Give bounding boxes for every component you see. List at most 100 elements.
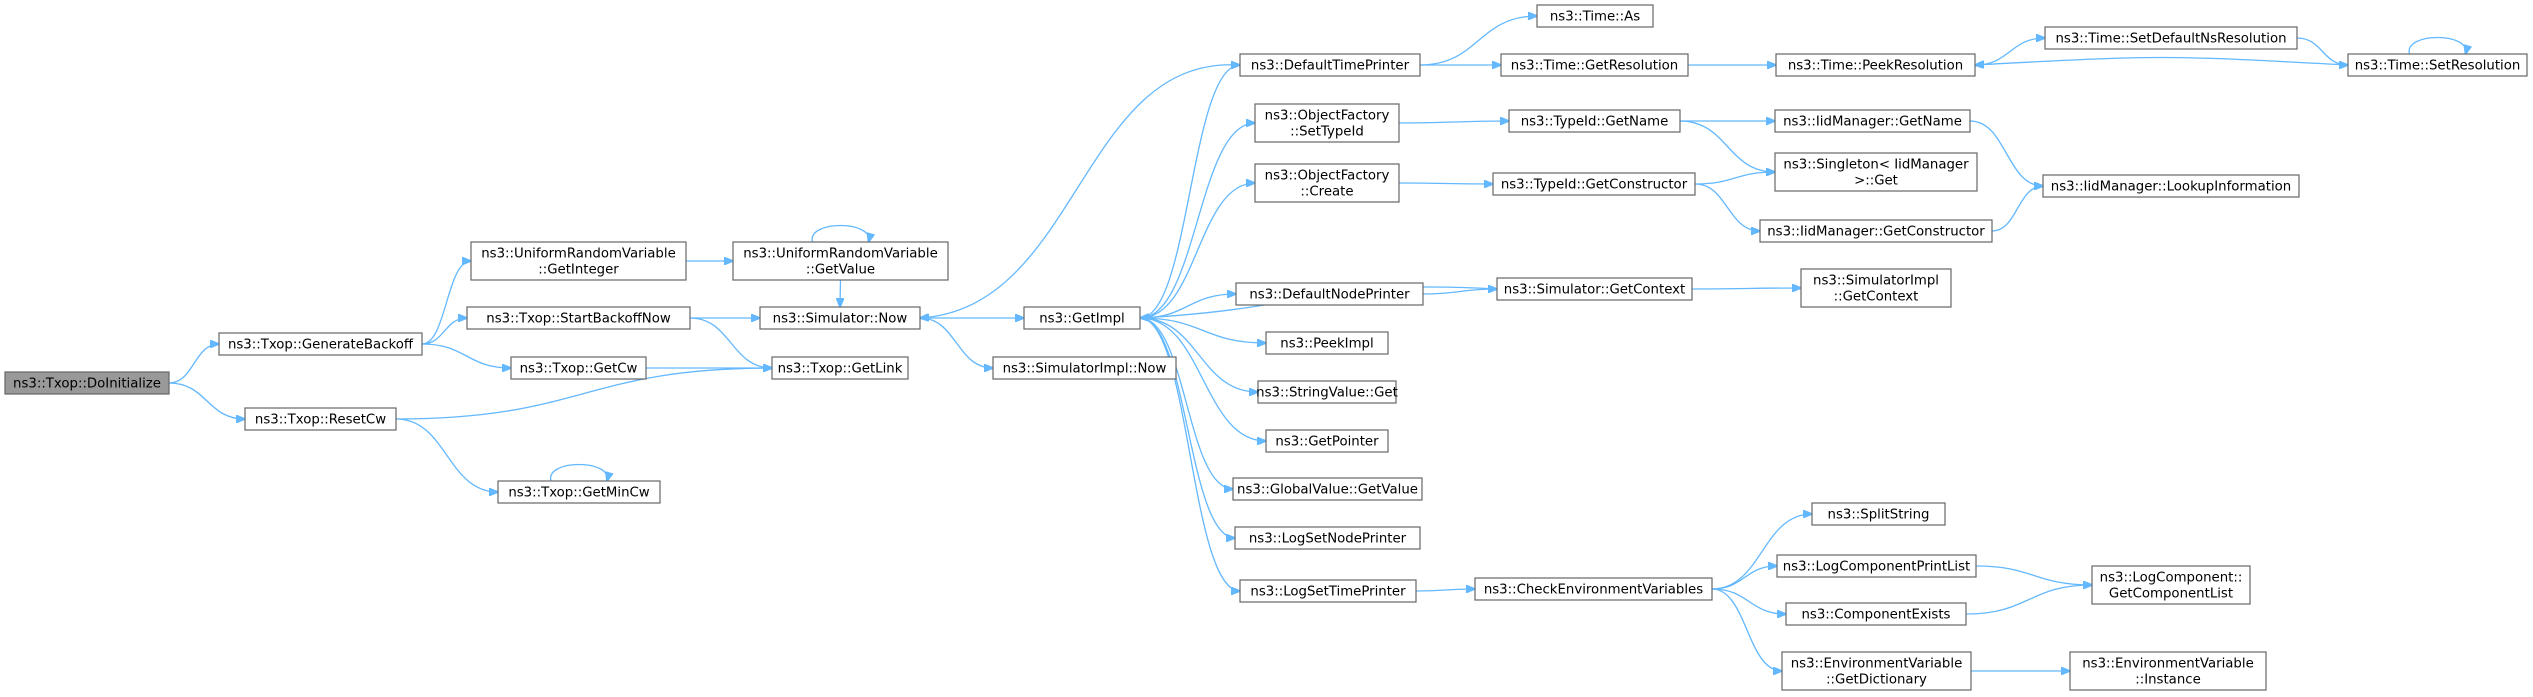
- node-ofsettypeid[interactable]: ns3::ObjectFactory::SetTypeId: [1254, 103, 1400, 143]
- node-compexists[interactable]: ns3::ComponentExists: [1785, 602, 1967, 626]
- node-getpointer[interactable]: ns3::GetPointer: [1265, 429, 1389, 453]
- node-box[interactable]: [466, 306, 691, 330]
- node-logcompprint[interactable]: ns3::LogComponentPrintList: [1776, 554, 1977, 578]
- node-box[interactable]: [1257, 380, 1397, 404]
- node-doinit[interactable]: ns3::Txop::DoInitialize: [4, 371, 170, 395]
- node-simimplnow[interactable]: ns3::SimulatorImpl::Now: [992, 356, 1177, 380]
- node-box[interactable]: [2347, 53, 2528, 77]
- node-box[interactable]: [1785, 602, 1967, 626]
- node-box[interactable]: [1254, 163, 1400, 203]
- node-label: ns3::UniformRandomVariable: [481, 247, 676, 262]
- node-box[interactable]: [1811, 502, 1946, 526]
- node-box[interactable]: [1265, 429, 1389, 453]
- node-getimpl[interactable]: ns3::GetImpl: [1023, 306, 1141, 330]
- node-simimplgetctx[interactable]: ns3::SimulatorImpl::GetContext: [1800, 268, 1952, 308]
- node-box[interactable]: [2042, 174, 2300, 198]
- node-box[interactable]: [2091, 565, 2251, 605]
- node-typeidgetctor[interactable]: ns3::TypeId::GetConstructor: [1492, 172, 1696, 196]
- edge-checkenv-to-splitstring: [1711, 514, 1812, 590]
- edge-genbackoff-to-urvgetint: [421, 261, 471, 345]
- node-box[interactable]: [1474, 577, 1713, 601]
- node-deftimeprinter[interactable]: ns3::DefaultTimePrinter: [1239, 53, 1421, 77]
- node-box[interactable]: [759, 306, 921, 330]
- edge-typeidgetctor-to-iidgetctor: [1694, 183, 1760, 231]
- node-box[interactable]: [497, 480, 661, 504]
- node-getlink[interactable]: ns3::Txop::GetLink: [771, 356, 909, 380]
- node-box[interactable]: [1239, 579, 1417, 603]
- node-logsettime[interactable]: ns3::LogSetTimePrinter: [1239, 579, 1417, 603]
- node-iidlookup[interactable]: ns3::IidManager::LookupInformation: [2042, 174, 2300, 198]
- node-box[interactable]: [1265, 331, 1389, 355]
- node-box[interactable]: [1536, 4, 1654, 28]
- node-timesetres[interactable]: ns3::Time::SetResolution: [2347, 53, 2528, 77]
- edge-checkenv-to-logcompprint: [1711, 566, 1777, 590]
- node-getmincw[interactable]: ns3::Txop::GetMinCw: [497, 480, 661, 504]
- node-timesetdefns[interactable]: ns3::Time::SetDefaultNsResolution: [2044, 26, 2298, 50]
- node-simgetctx[interactable]: ns3::Simulator::GetContext: [1496, 277, 1693, 301]
- node-box[interactable]: [1775, 53, 1976, 77]
- node-envgetdict[interactable]: ns3::EnvironmentVariable::GetDictionary: [1781, 651, 1972, 691]
- edge-typeidgetctor-to-singleton: [1694, 172, 1775, 185]
- node-box[interactable]: [1759, 219, 1993, 243]
- node-genbackoff[interactable]: ns3::Txop::GenerateBackoff: [218, 332, 423, 356]
- node-envinstance[interactable]: ns3::EnvironmentVariable::Instance: [2069, 651, 2267, 691]
- node-box[interactable]: [732, 241, 949, 281]
- node-box[interactable]: [1232, 477, 1423, 501]
- node-label: ns3::Time::As: [1550, 10, 1640, 25]
- node-timepeekres[interactable]: ns3::Time::PeekResolution: [1775, 53, 1976, 77]
- node-stringvalueget[interactable]: ns3::StringValue::Get: [1256, 380, 1398, 404]
- node-box[interactable]: [1023, 306, 1141, 330]
- node-box[interactable]: [771, 356, 909, 380]
- node-iidgetctor[interactable]: ns3::IidManager::GetConstructor: [1759, 219, 1993, 243]
- node-box[interactable]: [244, 407, 397, 431]
- node-box[interactable]: [510, 356, 647, 380]
- node-box[interactable]: [1239, 53, 1421, 77]
- node-box[interactable]: [1492, 172, 1696, 196]
- node-label: ns3::DefaultNodePrinter: [1249, 288, 1410, 303]
- node-timeas[interactable]: ns3::Time::As: [1536, 4, 1654, 28]
- node-resetcw[interactable]: ns3::Txop::ResetCw: [244, 407, 397, 431]
- edge-simnow-to-simimplnow: [919, 317, 993, 368]
- edge-getimpl-to-logsettime: [1139, 317, 1240, 591]
- node-singleton[interactable]: ns3::Singleton< IidManager >::Get: [1774, 152, 1978, 192]
- node-label: ns3::Time::PeekResolution: [1788, 59, 1963, 74]
- node-label: ns3::Txop::GenerateBackoff: [228, 338, 414, 353]
- node-checkenv[interactable]: ns3::CheckEnvironmentVariables: [1474, 577, 1713, 601]
- node-urvgetval[interactable]: ns3::UniformRandomVariable::GetValue: [732, 241, 949, 281]
- node-box[interactable]: [1800, 268, 1952, 308]
- node-logsetnode[interactable]: ns3::LogSetNodePrinter: [1234, 526, 1421, 550]
- node-box[interactable]: [1774, 109, 1971, 133]
- node-box[interactable]: [2044, 26, 2298, 50]
- node-label: ::GetDictionary: [1826, 673, 1927, 688]
- node-box[interactable]: [1500, 53, 1689, 77]
- node-box[interactable]: [1234, 526, 1421, 550]
- node-logcompgetlist[interactable]: ns3::LogComponent::GetComponentList: [2091, 565, 2251, 605]
- node-box[interactable]: [1781, 651, 1972, 691]
- node-urvgetint[interactable]: ns3::UniformRandomVariable::GetInteger: [470, 241, 687, 281]
- node-globalvalue[interactable]: ns3::GlobalValue::GetValue: [1232, 477, 1423, 501]
- node-box[interactable]: [1774, 152, 1978, 192]
- node-iidgetname[interactable]: ns3::IidManager::GetName: [1774, 109, 1971, 133]
- node-box[interactable]: [1254, 103, 1400, 143]
- node-typeidgetname[interactable]: ns3::TypeId::GetName: [1508, 109, 1681, 133]
- node-simnow[interactable]: ns3::Simulator::Now: [759, 306, 921, 330]
- node-splitstring[interactable]: ns3::SplitString: [1811, 502, 1946, 526]
- node-timegetres[interactable]: ns3::Time::GetResolution: [1500, 53, 1689, 77]
- node-box[interactable]: [4, 371, 170, 395]
- node-box[interactable]: [1508, 109, 1681, 133]
- node-startbackoff[interactable]: ns3::Txop::StartBackoffNow: [466, 306, 691, 330]
- node-ofcreate[interactable]: ns3::ObjectFactory::Create: [1254, 163, 1400, 203]
- node-peekimpl[interactable]: ns3::PeekImpl: [1265, 331, 1389, 355]
- node-box[interactable]: [1776, 554, 1977, 578]
- node-box[interactable]: [1235, 282, 1424, 306]
- node-getcw[interactable]: ns3::Txop::GetCw: [510, 356, 647, 380]
- node-defnodeprinter[interactable]: ns3::DefaultNodePrinter: [1235, 282, 1424, 306]
- node-box[interactable]: [218, 332, 423, 356]
- node-box[interactable]: [2069, 651, 2267, 691]
- node-box[interactable]: [470, 241, 687, 281]
- node-box[interactable]: [992, 356, 1177, 380]
- node-box[interactable]: [1496, 277, 1693, 301]
- edge-deftimeprinter-to-timeas: [1419, 16, 1537, 66]
- edge-urvgetval-to-simnow: [840, 279, 841, 307]
- edge-logsettime-to-checkenv: [1415, 589, 1475, 591]
